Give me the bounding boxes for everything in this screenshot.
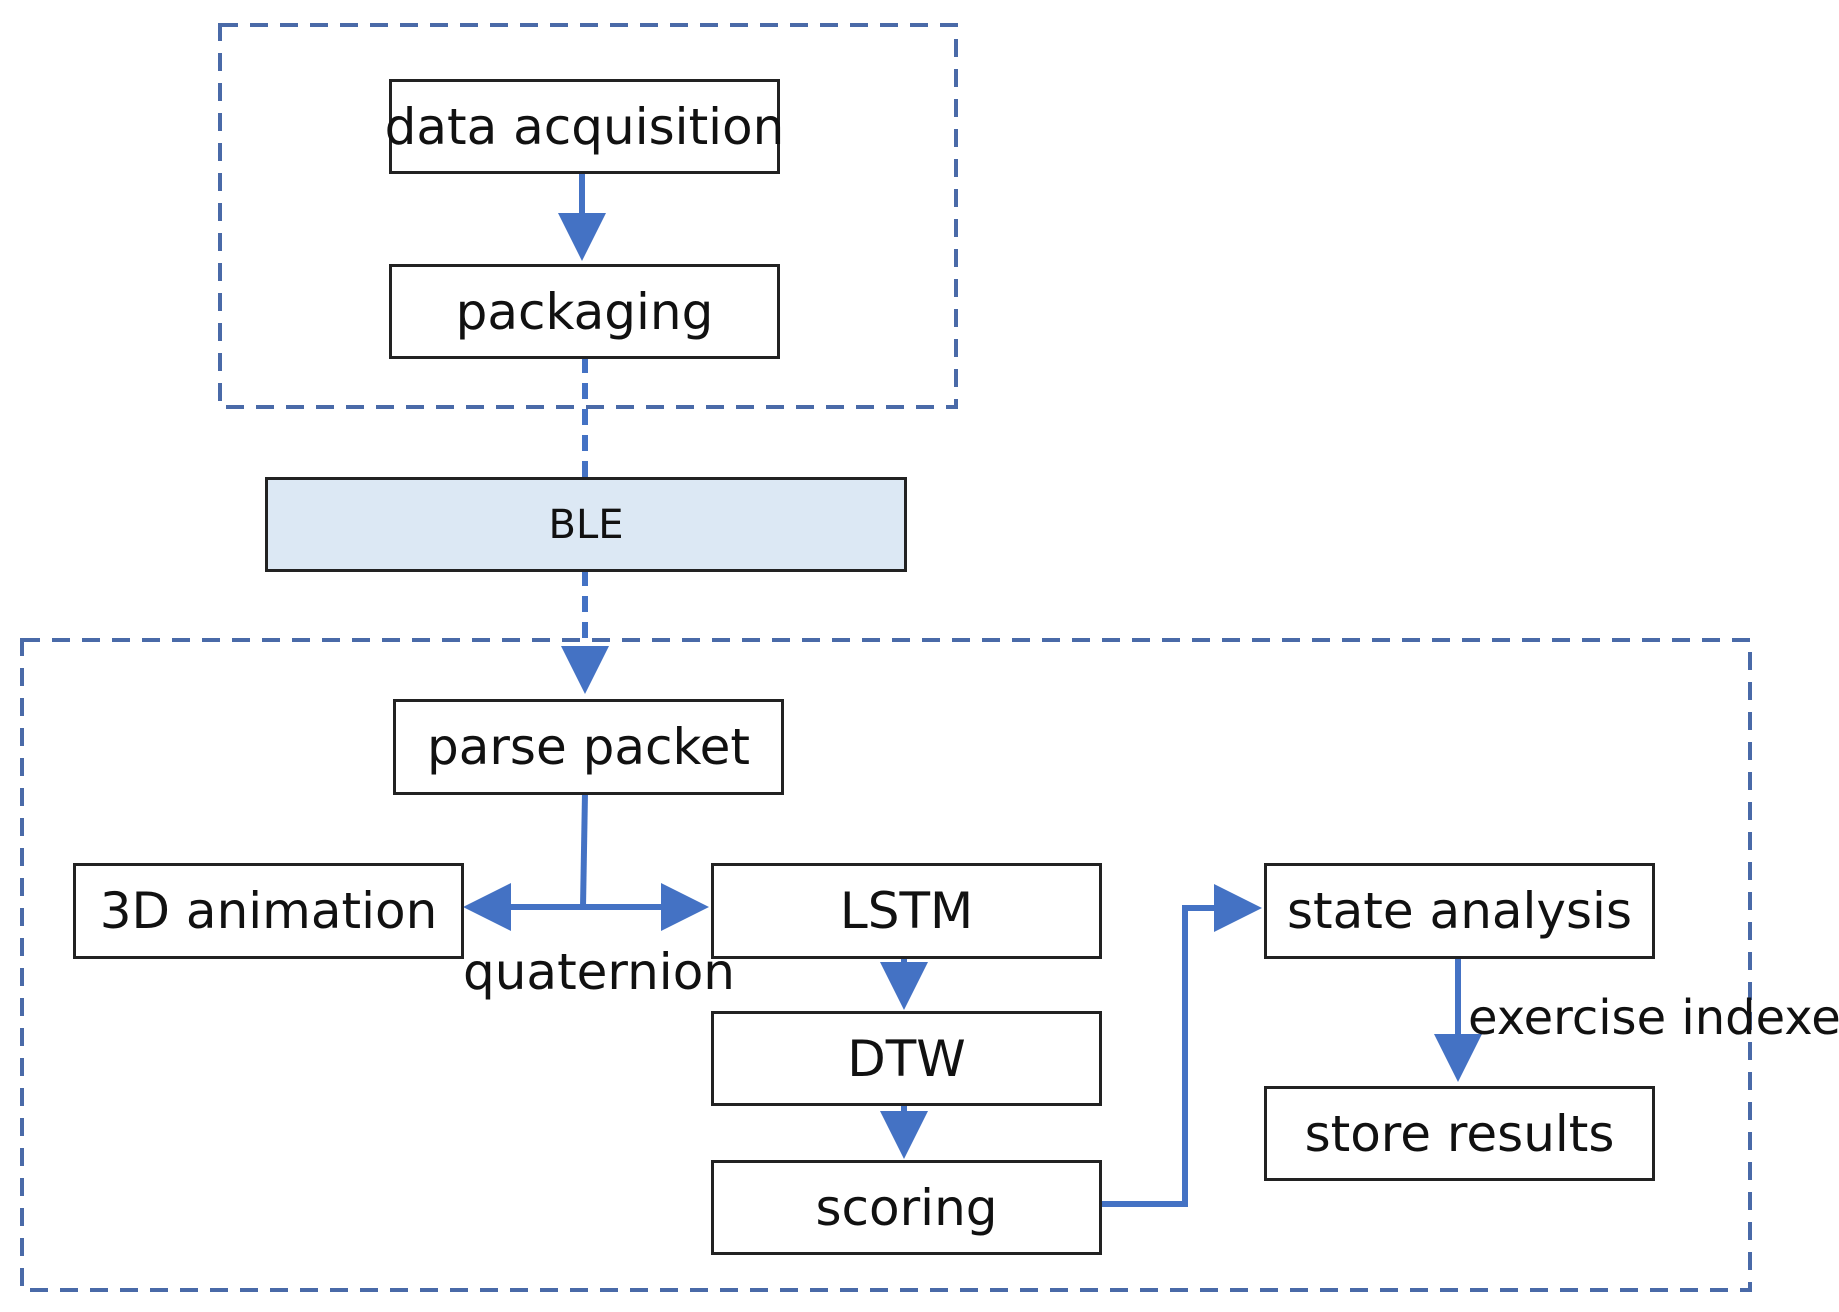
3d-animation-node: 3D animation: [73, 863, 464, 959]
exercise-indexes-label: exercise indexes: [1468, 990, 1839, 1046]
dtw-node: DTW: [711, 1011, 1102, 1106]
arrow-scoring-to-state-analysis: [1101, 884, 1262, 1207]
state-analysis-node: state analysis: [1264, 863, 1655, 959]
receiver-app-group: [20, 638, 1752, 1292]
link-parse-to-split: [580, 792, 588, 908]
scoring-node: scoring: [711, 1160, 1102, 1255]
parse-packet-node: parse packet: [393, 699, 784, 795]
ble-node: BLE: [265, 477, 907, 572]
sensor-device-group: [218, 23, 958, 409]
store-results-node: store results: [1264, 1086, 1655, 1181]
packaging-node: packaging: [389, 264, 780, 359]
data-acquisition-node: data acquisition: [385, 79, 784, 174]
quaternion-label: quaternion: [463, 943, 735, 1001]
lstm-node: LSTM: [711, 863, 1102, 959]
